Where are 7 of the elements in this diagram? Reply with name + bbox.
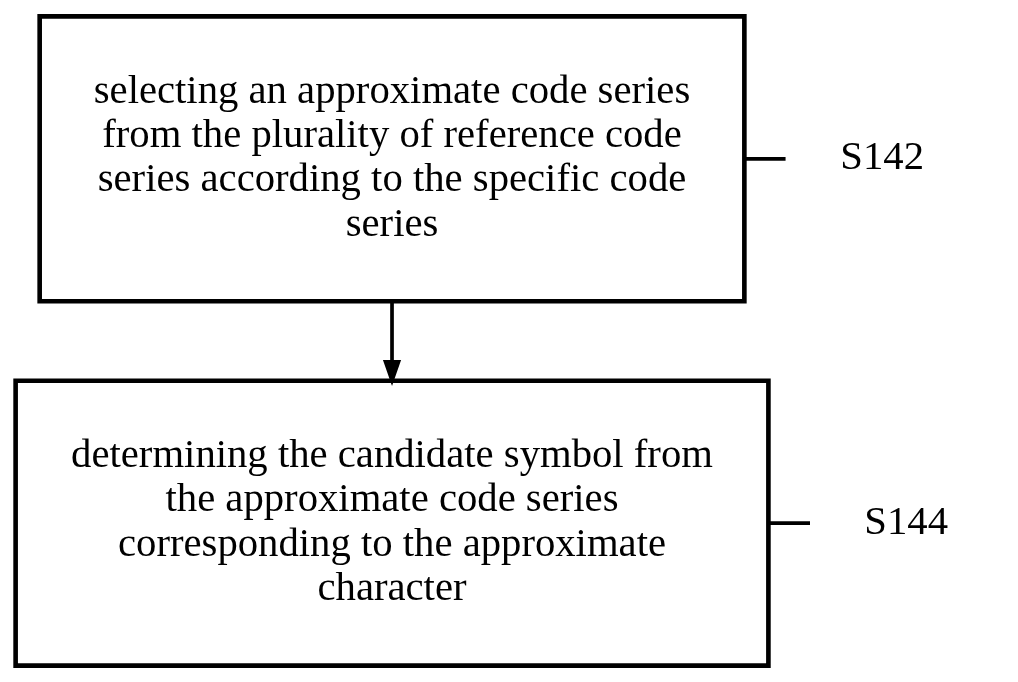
connector [768,521,810,526]
node-box: determining the candidate symbol from the approximate code series corresponding to the approximate character [13,378,771,668]
node-text: S142 [840,133,924,179]
arrow [382,301,402,387]
node-text: S144 [864,497,949,543]
connector [744,156,786,161]
node-box: selecting an approximate code series from the plurality of reference code series according to the specific code series [37,14,747,304]
